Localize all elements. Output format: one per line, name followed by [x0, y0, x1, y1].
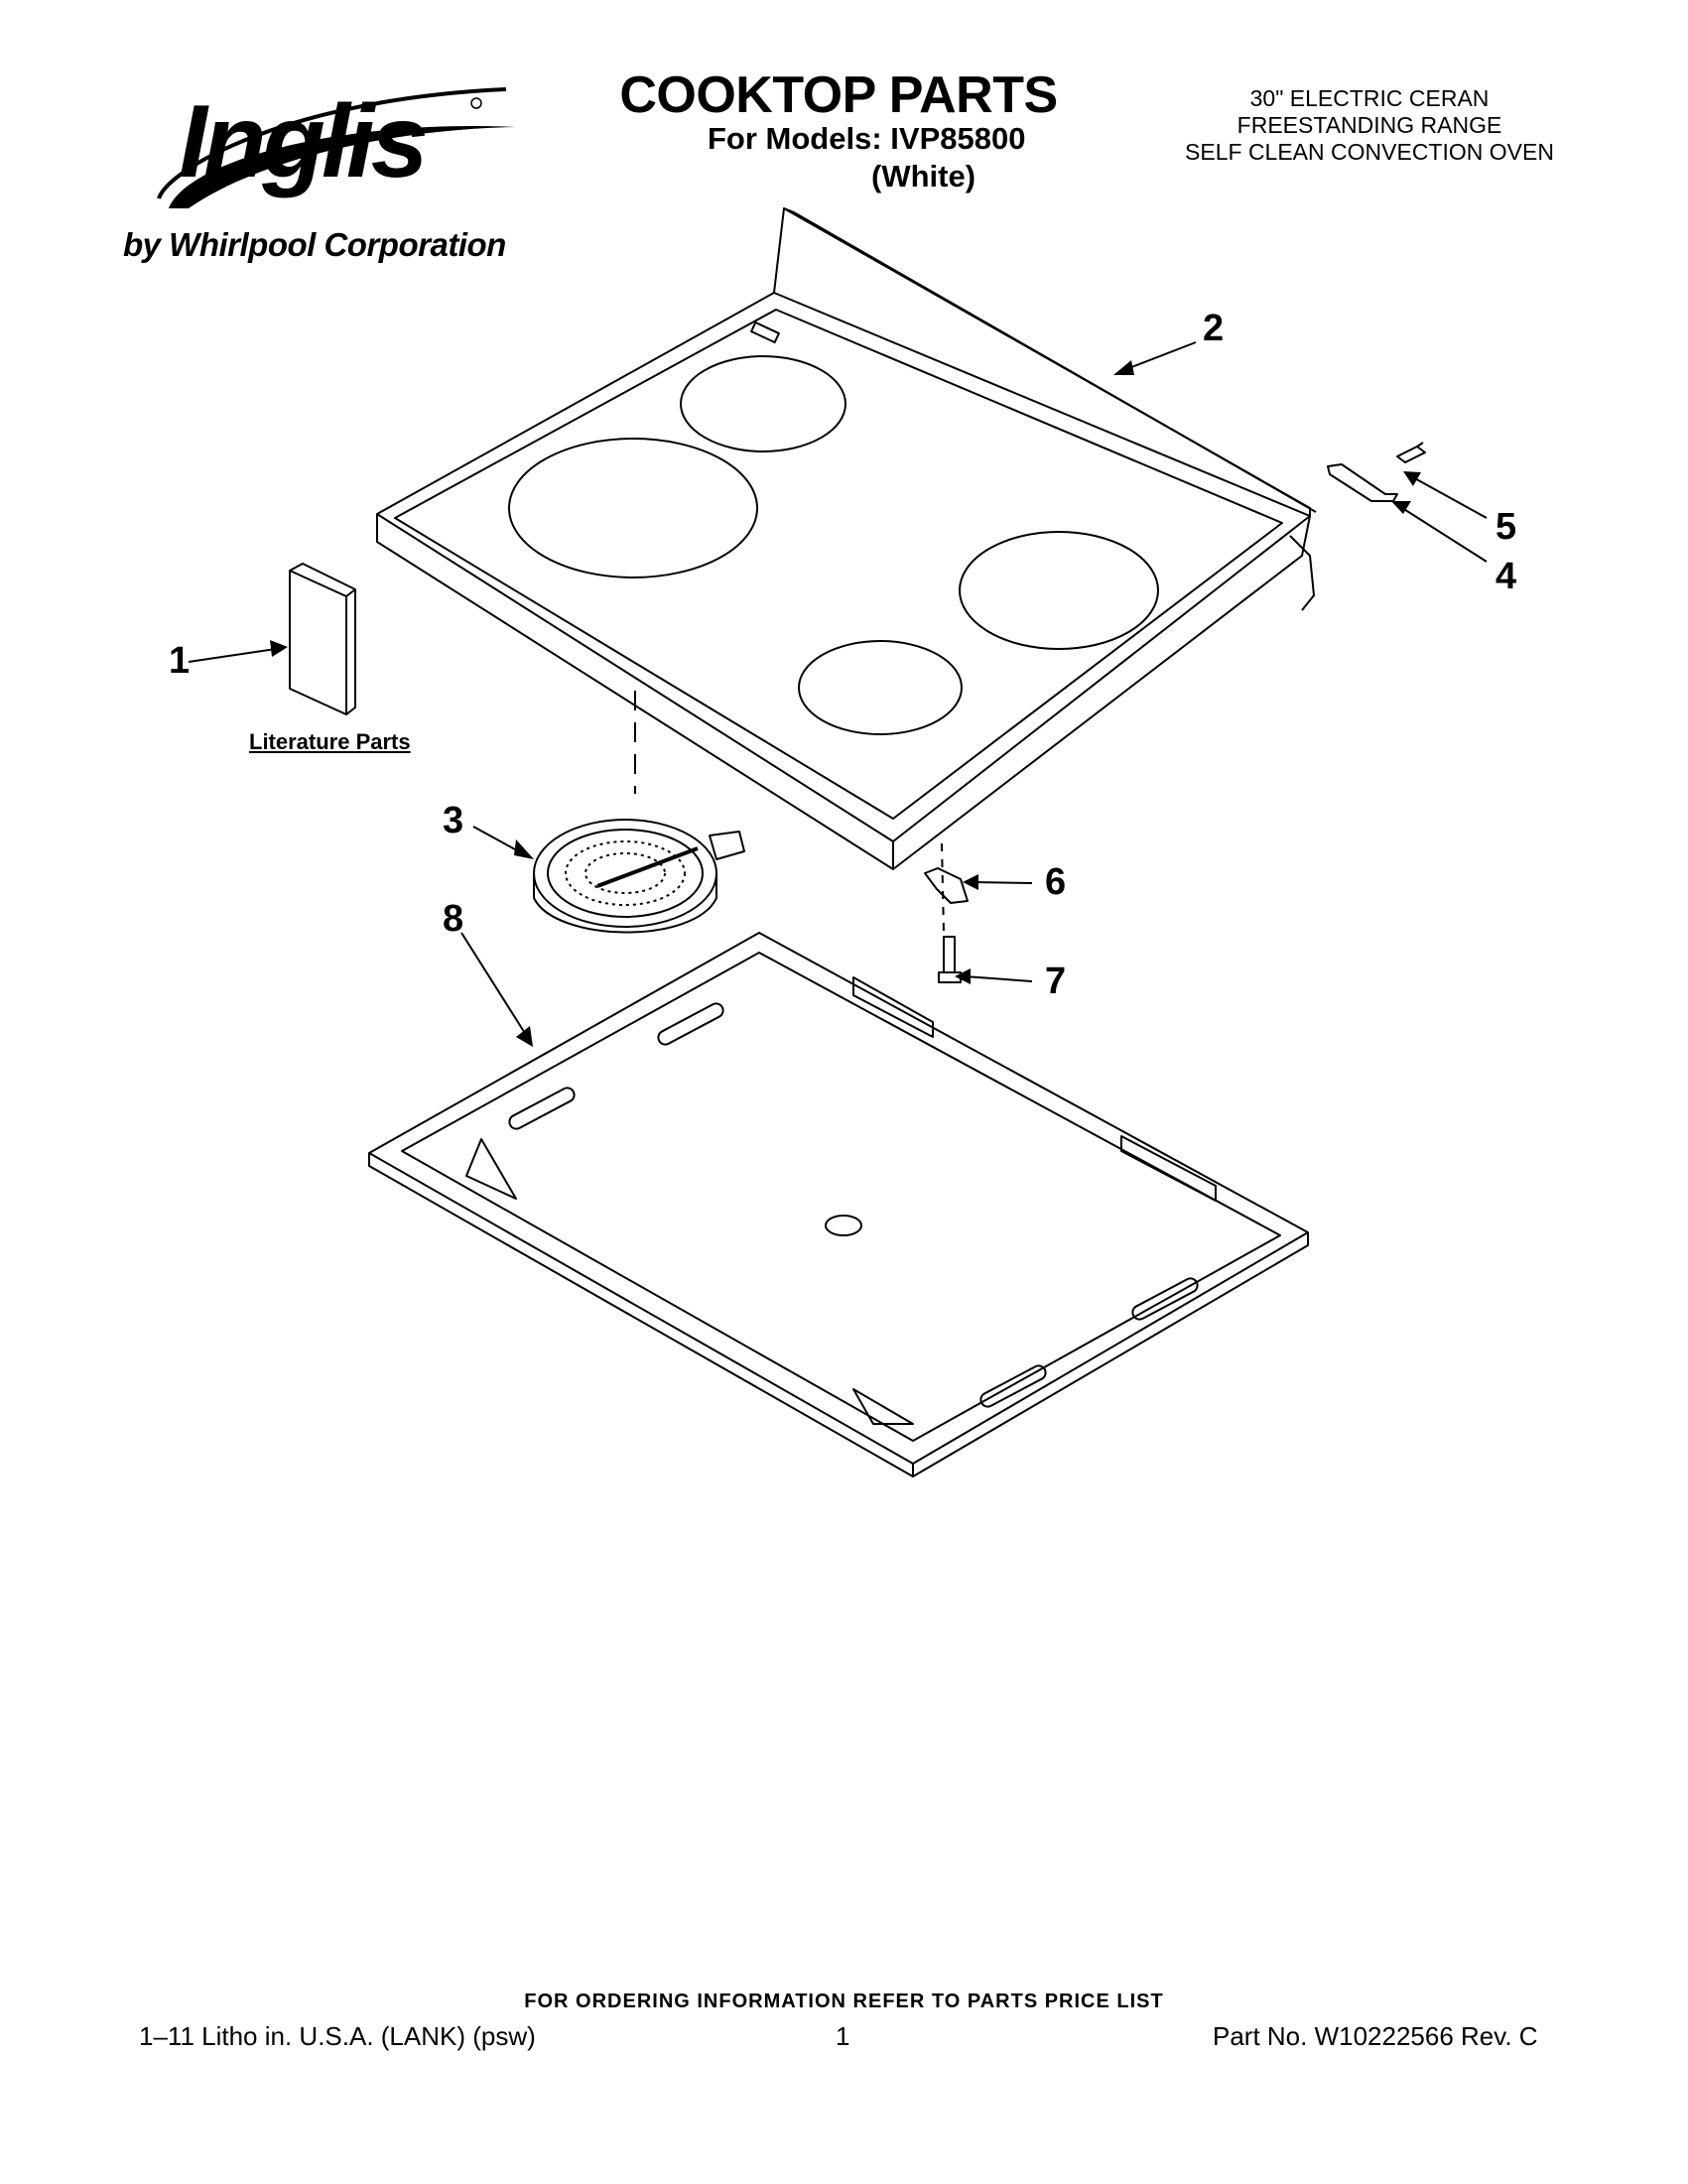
callout-8: 8 [443, 898, 464, 940]
description-line: SELF CLEAN CONVECTION OVEN [1185, 139, 1554, 165]
ordering-note: FOR ORDERING INFORMATION REFER TO PARTS … [524, 1991, 1164, 2012]
literature-parts-booklet [289, 563, 356, 715]
burner-box [368, 932, 1309, 1477]
description-line: 30" ELECTRIC CERAN [1249, 85, 1490, 111]
callout-3: 3 [443, 800, 464, 841]
part-number: Part No. W10222566 Rev. C [1213, 2021, 1538, 2051]
description-line: FREESTANDING RANGE [1236, 112, 1502, 138]
models-label: For Models: IVP85800 [708, 121, 1026, 156]
byline: by Whirlpool Corporation [123, 226, 506, 263]
inglis-logo: Inglis [157, 84, 516, 208]
bracket-and-screw [1327, 442, 1426, 502]
product-description: 30" ELECTRIC CERAN FREESTANDING RANGE SE… [1131, 85, 1608, 166]
variant-label: (White) [871, 159, 976, 193]
callout-6: 6 [1045, 861, 1067, 903]
literature-parts-label: Literature Parts [249, 729, 411, 754]
svg-text:Inglis: Inglis [179, 84, 426, 199]
arrowheads [270, 360, 1421, 1047]
callout-1: 1 [169, 640, 191, 682]
cooktop-glass-top [376, 207, 1317, 870]
litho-info: 1–11 Litho in. U.S.A. (LANK) (psw) [139, 2021, 536, 2051]
clip-and-screw [924, 867, 969, 983]
page-number: 1 [836, 2021, 850, 2051]
leader-lines [188, 341, 1488, 1039]
callout-5: 5 [1495, 506, 1517, 548]
page-title: COOKTOP PARTS [619, 66, 1058, 124]
callout-4: 4 [1495, 556, 1517, 597]
callout-7: 7 [1045, 961, 1067, 1002]
radiant-element-burner [533, 819, 745, 934]
callout-2: 2 [1203, 308, 1225, 349]
